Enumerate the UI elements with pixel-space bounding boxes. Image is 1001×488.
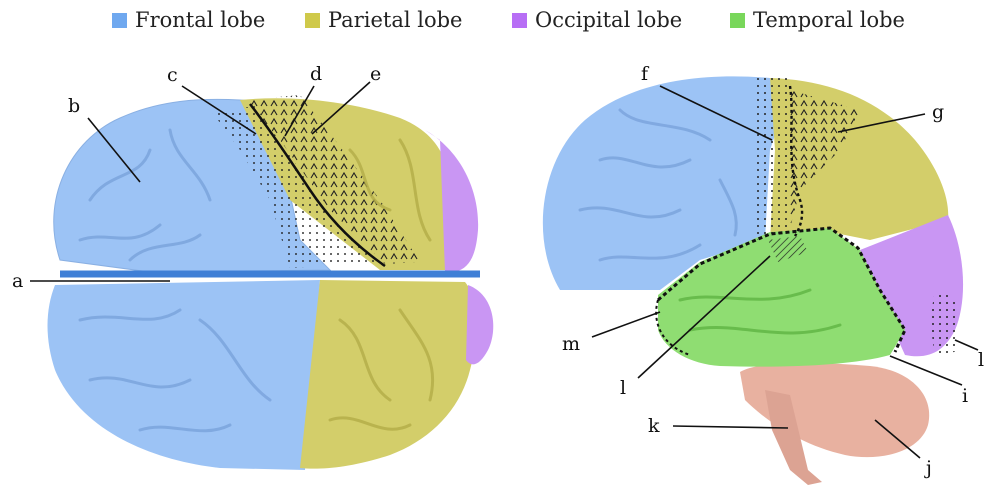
label-e: e [370,63,381,85]
label-l-temporal: l [620,377,626,399]
lower-hemisphere-parietal [300,280,476,469]
label-i: i [962,385,968,407]
label-c: c [167,64,178,86]
label-j: j [924,457,932,479]
cerebellum [740,363,929,457]
lateral-view-brain [543,76,963,485]
occipital-dotted-region [930,290,960,358]
label-d: d [310,63,322,85]
lower-hemisphere-frontal [48,280,321,470]
lateral-dotted-strip [756,78,790,240]
label-b: b [68,95,80,117]
leader-k [673,426,788,428]
label-g: g [932,101,944,123]
label-f: f [641,63,650,85]
lower-hemisphere-occipital [466,285,493,364]
label-a: a [12,270,23,292]
label-l-occipital: l [978,349,984,371]
leader-m [592,312,660,337]
label-k: k [648,415,660,437]
label-m: m [562,333,580,355]
